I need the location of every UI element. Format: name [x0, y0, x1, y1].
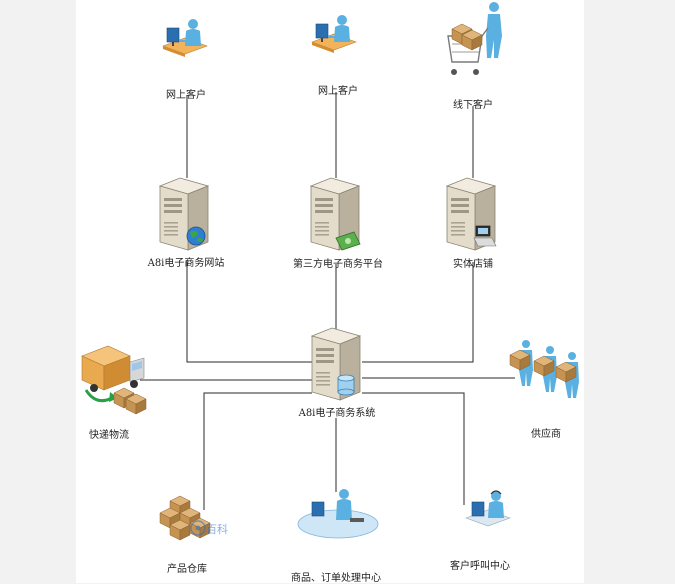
globe-icon	[186, 226, 206, 246]
label-third-party-platform: 第三方电子商务平台	[293, 259, 383, 270]
online-customer-icon	[311, 14, 357, 54]
supplier-person-icon	[534, 346, 557, 392]
label-call-center: 客户呼叫中心	[450, 561, 510, 572]
shopping-cart-customer-icon	[447, 2, 502, 75]
order-center-icon	[297, 489, 379, 539]
label-physical-store: 实体店铺	[453, 259, 493, 270]
call-center-icon	[465, 490, 511, 527]
supplier-person-icon	[556, 352, 579, 398]
label-website: A8i电子商务网站	[147, 258, 225, 269]
watermark-logo	[190, 520, 206, 536]
database-icon	[337, 374, 355, 396]
label-order-center: 商品、订单处理中心	[291, 573, 381, 584]
label-warehouse: 产品仓库	[167, 564, 207, 575]
label-online-customer-2: 网上客户	[318, 86, 358, 97]
diagram-canvas	[76, 0, 584, 583]
label-logistics: 快递物流	[89, 430, 129, 441]
watermark-text: 百科	[206, 522, 228, 536]
supplier-person-icon	[510, 340, 533, 386]
label-core-system: A8i电子商务系统	[298, 408, 376, 419]
label-supplier: 供应商	[531, 429, 561, 440]
connection-lines	[140, 92, 515, 510]
pos-terminal-icon	[473, 225, 497, 247]
label-offline-customer: 线下客户	[453, 100, 493, 111]
delivery-truck-icon	[81, 345, 147, 415]
label-online-customer-1: 网上客户	[166, 90, 206, 101]
money-icon	[335, 231, 361, 251]
online-customer-icon	[162, 18, 208, 58]
